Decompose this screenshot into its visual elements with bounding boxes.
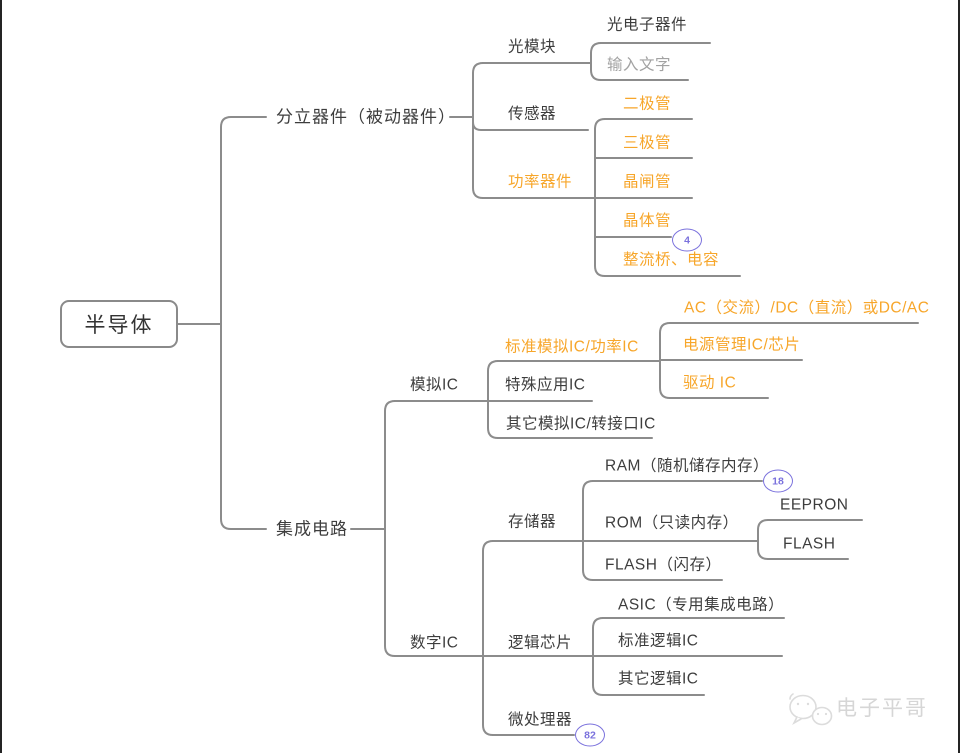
node-optical-module[interactable]: 光模块 [508,38,557,56]
node-driver-ic[interactable]: 驱动 IC [683,374,737,392]
wechat-bubble-tail [792,716,802,726]
node-input-text[interactable]: 输入文字 [607,56,672,74]
wechat-icon [789,693,833,726]
wechat-eye-1 [796,702,800,706]
bracket-analog-children [487,360,499,439]
badge-ram-count[interactable]: 18 [763,469,793,493]
node-logic-chip[interactable]: 逻辑芯片 [508,634,573,652]
node-thyristor[interactable]: 晶闸管 [623,173,672,191]
node-flash-memory[interactable]: FLASH（闪存） [605,556,722,574]
wechat-eye-2 [806,702,810,706]
wechat-eye-3 [816,712,820,716]
discrete-branch-links [449,42,741,277]
node-asic[interactable]: ASIC（专用集成电路） [618,596,785,614]
node-diode[interactable]: 二极管 [623,95,672,113]
node-acdc-converter[interactable]: AC（交流）/DC（直流）或DC/AC [684,299,930,317]
node-digital-ic[interactable]: 数字IC [410,634,459,652]
node-optoelectronic-device[interactable]: 光电子器件 [607,16,688,34]
bracket-ic-children [384,400,396,657]
bracket-optical-children [590,42,602,81]
watermark: 电子平哥 [784,692,928,722]
bracket-rom-children [757,519,769,560]
link-root-to-discrete [220,116,267,325]
node-rectifier-capacitor[interactable]: 整流桥、电容 [623,251,720,269]
node-discrete-devices[interactable]: 分立器件（被动器件） [276,107,456,127]
node-integrated-circuit[interactable]: 集成电路 [276,519,348,539]
node-triode[interactable]: 三极管 [623,134,672,152]
link-root-to-ic [220,323,267,530]
bracket-memory-children [582,480,594,581]
link-sensor [472,121,589,131]
node-microprocessor[interactable]: 微处理器 [508,711,573,729]
node-power-device[interactable]: 功率器件 [508,173,573,191]
wechat-eye-4 [824,712,828,716]
left-edge-border [0,0,2,753]
root-links [175,116,267,530]
node-analog-ic[interactable]: 模拟IC [410,376,459,394]
node-power-management-ic[interactable]: 电源管理IC/芯片 [683,336,801,354]
node-sensor[interactable]: 传感器 [508,105,557,123]
root-node-semiconductor[interactable]: 半导体 [60,300,178,348]
node-memory[interactable]: 存储器 [508,513,557,531]
bracket-discrete-children [472,62,484,199]
node-rom[interactable]: ROM（只读内存） [605,514,739,532]
node-ram[interactable]: RAM（随机储存内存） [605,457,769,475]
node-flash[interactable]: FLASH [783,535,836,553]
node-other-analog-ic[interactable]: 其它模拟IC/转接口IC [506,415,656,433]
node-standard-analog-ic[interactable]: 标准模拟IC/功率IC [505,338,639,356]
watermark-label: 电子平哥 [836,697,928,720]
ic-branch-links [350,322,919,736]
right-edge-border [958,0,960,753]
wechat-icon-sparkle [789,693,794,700]
badge-mcu-count[interactable]: 82 [575,723,605,747]
node-standard-logic-ic[interactable]: 标准逻辑IC [618,632,699,650]
root-label: 半导体 [84,314,154,337]
badge-transistor-count[interactable]: 4 [672,228,702,252]
bracket-digital-children [482,540,494,736]
wechat-bubble-small [811,706,833,726]
wechat-bubble-large [789,694,817,720]
node-other-logic-ic[interactable]: 其它逻辑IC [618,670,699,688]
node-special-application-ic[interactable]: 特殊应用IC [505,376,586,394]
node-eepron[interactable]: EEPRON [780,496,849,514]
node-transistor[interactable]: 晶体管 [623,212,672,230]
